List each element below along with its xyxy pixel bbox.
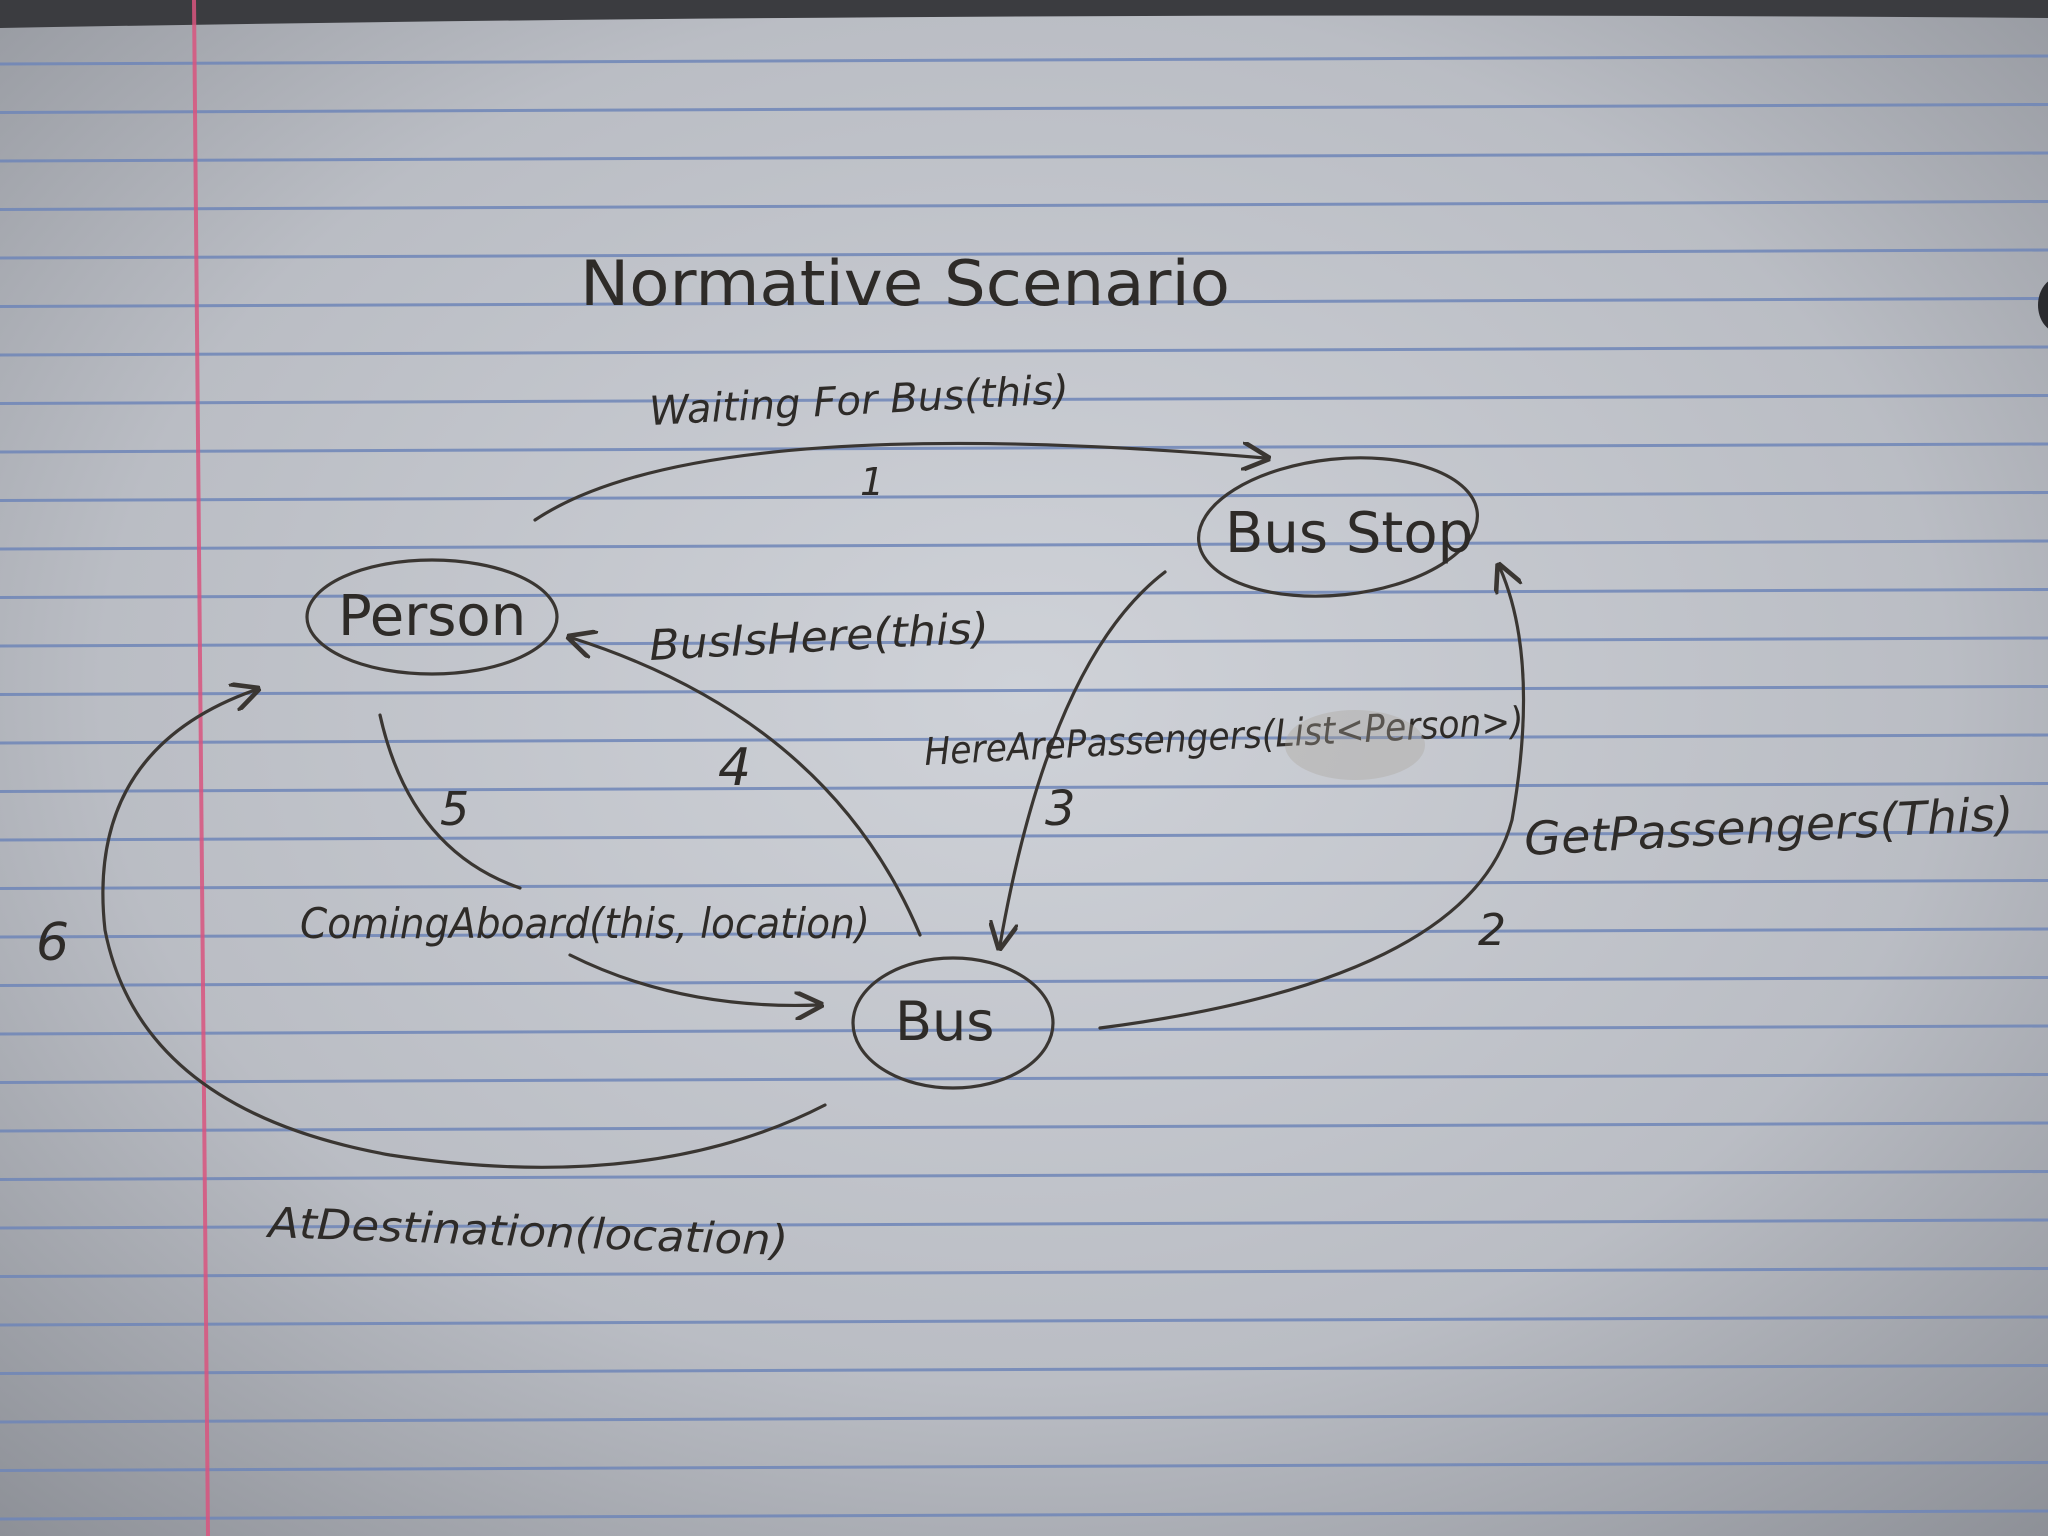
rule-line: [0, 151, 2048, 163]
rule-line: [0, 345, 2048, 357]
arrow-2-get-passengers: [1098, 568, 1526, 1030]
step-number-2: 2: [1478, 905, 1506, 956]
rule-line: [0, 1461, 2048, 1472]
rule-line: [0, 1267, 2048, 1278]
rule-line: [0, 733, 2048, 745]
arrow-5-coming-aboard-end: [568, 953, 818, 1005]
rule-line: [0, 1170, 2048, 1181]
arrow-3-here-are-passengers: [1000, 570, 1167, 945]
step-number-5: 5: [440, 782, 469, 836]
rule-line: [0, 1412, 2048, 1424]
rule-line: [0, 588, 2048, 599]
node-bus-label: Bus: [895, 990, 994, 1053]
rule-line: [0, 1073, 2048, 1084]
rule-line: [0, 1364, 2048, 1375]
arrow-4-bus-is-here: [572, 638, 922, 937]
rule-line: [0, 685, 2048, 696]
rule-line: [0, 1121, 2048, 1133]
rule-line: [0, 927, 2048, 939]
rule-line: [0, 636, 2048, 648]
rule-line: [0, 1315, 2048, 1327]
rule-line: [0, 103, 2048, 114]
node-bus-stop: Bus Stop: [1196, 456, 1480, 598]
rule-line: [0, 442, 2048, 454]
node-person: Person: [305, 558, 559, 676]
rule-line: [0, 394, 2048, 405]
message-label-5: ComingAboard(this, location): [300, 899, 870, 948]
step-number-1: 1: [860, 460, 884, 504]
arrow-1-waiting-for-bus: [533, 443, 1265, 522]
step-number-6: 6: [36, 913, 69, 973]
paper-smudge: [1285, 710, 1425, 780]
step-number-4: 4: [718, 738, 751, 798]
rule-line: [0, 248, 2048, 260]
node-bus-stop-label: Bus Stop: [1225, 501, 1473, 566]
rule-line: [0, 976, 2048, 987]
rule-line: [0, 1218, 2048, 1230]
rule-line: [0, 539, 2048, 551]
node-bus: Bus: [851, 956, 1055, 1090]
rule-line: [0, 1509, 2048, 1521]
step-number-3: 3: [1045, 781, 1076, 837]
rule-line: [0, 1024, 2048, 1036]
margin-line: [192, 0, 210, 1536]
rule-line: [0, 297, 2048, 308]
arrow-5-coming-aboard-start: [378, 713, 522, 890]
ruled-lines: [0, 54, 2048, 1521]
rule-line: [0, 200, 2048, 211]
punch-hole: [2038, 281, 2048, 329]
table-corner-shadow: [0, 0, 2048, 28]
arrow-6-at-destination: [101, 690, 827, 1169]
rule-line: [0, 54, 2048, 66]
rule-line: [0, 782, 2048, 793]
rule-line: [0, 491, 2048, 502]
node-person-label: Person: [338, 584, 526, 649]
diagram-title: Normative Scenario: [580, 247, 1230, 320]
rule-line: [0, 879, 2048, 890]
